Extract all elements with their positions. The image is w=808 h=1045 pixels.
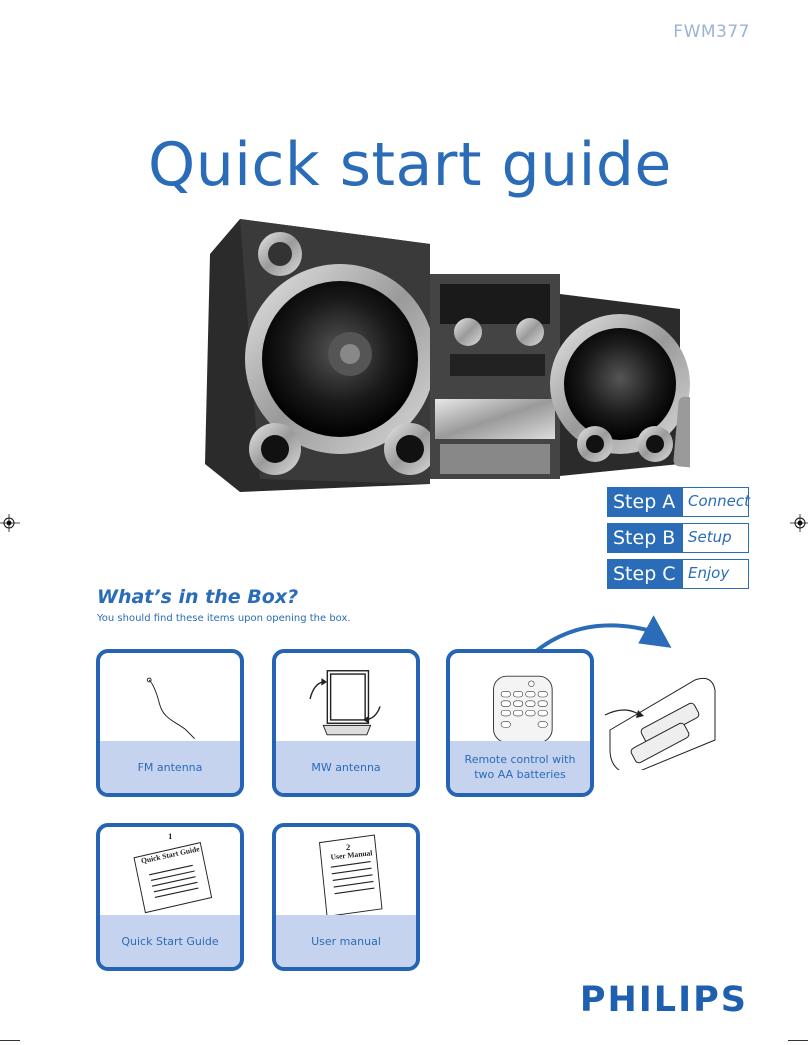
battery-insertion-icon bbox=[604, 677, 716, 770]
item-caption: User manual bbox=[276, 915, 416, 967]
item-card-remote-control: Remote control with two AA batteries bbox=[446, 649, 594, 797]
registration-mark-icon bbox=[790, 514, 808, 532]
item-card-fm-antenna: FM antenna bbox=[96, 649, 244, 797]
registration-mark-icon bbox=[0, 514, 20, 532]
step-a: Step A Connect bbox=[607, 487, 750, 517]
trim-line bbox=[0, 1040, 20, 1041]
page-title: Quick start guide bbox=[148, 130, 672, 200]
item-caption: Remote control with two AA batteries bbox=[450, 741, 590, 793]
fm-antenna-icon bbox=[146, 677, 195, 739]
trim-line bbox=[788, 1040, 808, 1041]
step-tag: Step C bbox=[607, 559, 683, 589]
philips-logo: PHILIPS bbox=[579, 980, 748, 1020]
steps-index: Step A Connect Step B Setup Step C Enjoy bbox=[607, 487, 750, 595]
curved-arrow-icon bbox=[533, 615, 672, 654]
section-subtitle: You should find these items upon opening… bbox=[97, 613, 351, 624]
booklet-title: User Manual bbox=[330, 848, 373, 861]
mini-hifi-system-image bbox=[205, 219, 690, 492]
section-heading: What’s in the Box? bbox=[97, 586, 299, 608]
booklet-icon: 2 User Manual bbox=[318, 834, 383, 915]
step-tag: Step B bbox=[607, 523, 683, 553]
item-card-user-manual: 2 User Manual User manual bbox=[272, 823, 420, 971]
step-word: Enjoy bbox=[683, 559, 749, 589]
booklet-number: 1 bbox=[168, 831, 172, 841]
item-caption: FM antenna bbox=[100, 741, 240, 793]
remote-control-icon bbox=[493, 675, 553, 741]
step-tag: Step A bbox=[607, 487, 683, 517]
step-word: Connect bbox=[683, 487, 750, 517]
step-c: Step C Enjoy bbox=[607, 559, 749, 589]
item-caption: MW antenna bbox=[276, 741, 416, 793]
step-b: Step B Setup bbox=[607, 523, 749, 553]
mw-antenna-icon bbox=[309, 670, 381, 736]
item-caption: Quick Start Guide bbox=[100, 915, 240, 967]
step-word: Setup bbox=[683, 523, 749, 553]
item-card-quick-start-guide: 1 Quick Start Guide Quick Start Guide bbox=[96, 823, 244, 971]
model-number: FWM377 bbox=[673, 22, 750, 42]
booklet-number: 2 bbox=[346, 842, 350, 852]
booklet-icon: 1 Quick Start Guide bbox=[133, 831, 213, 914]
item-card-mw-antenna: MW antenna bbox=[272, 649, 420, 797]
